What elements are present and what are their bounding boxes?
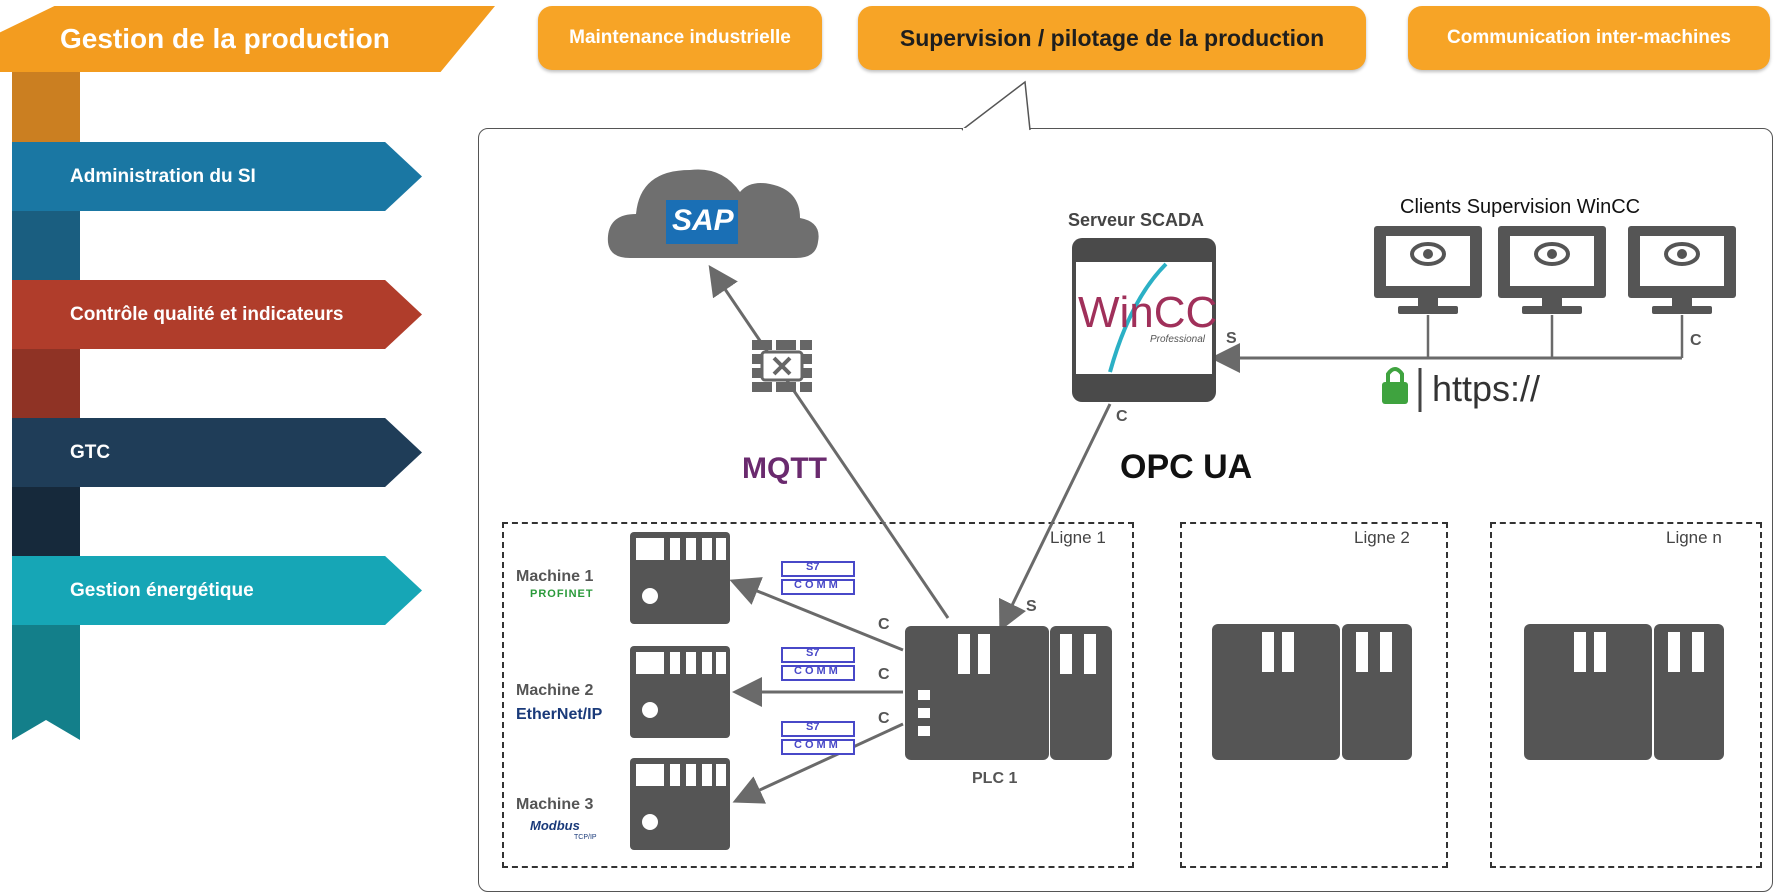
s7-label-2: S7 xyxy=(806,647,820,659)
client-monitor-3 xyxy=(1628,226,1736,314)
lock-icon xyxy=(1382,367,1408,404)
s7-label-1: S7 xyxy=(806,561,820,573)
plc-line-2 xyxy=(1212,624,1412,760)
s7comm-badge-2 xyxy=(781,647,855,681)
machine-2-conn: C xyxy=(878,666,890,683)
main-title: Gestion de la production xyxy=(60,23,390,54)
scada-plc-link xyxy=(999,403,1112,632)
comm-label-3: COMM xyxy=(794,739,841,751)
machine-1-label: Machine 1 xyxy=(516,568,594,585)
sidebar-item-qualite[interactable]: Contrôle qualité et indicateurs xyxy=(12,280,422,349)
sidebar-item-administration[interactable]: Administration du SI xyxy=(12,142,422,211)
machine-2-device xyxy=(630,646,730,738)
sidebar-item-gtc[interactable]: GTC xyxy=(12,418,422,487)
tab-communication[interactable]: Communication inter-machines xyxy=(1408,6,1770,70)
opcua-label: OPC UA xyxy=(1120,448,1253,486)
line-1-label: Ligne 1 xyxy=(1050,528,1106,547)
plc-sap-link xyxy=(708,265,950,619)
plc-1 xyxy=(905,626,1112,760)
client-monitor-1 xyxy=(1374,226,1482,314)
scada-s-label: S xyxy=(1226,330,1237,347)
line-box-2 xyxy=(1180,522,1448,868)
plc-line-n xyxy=(1524,624,1724,760)
line-n-label: Ligne n xyxy=(1666,528,1722,547)
s7-label-3: S7 xyxy=(806,721,820,733)
client-monitor-2 xyxy=(1498,226,1606,314)
clients-title: Clients Supervision WinCC xyxy=(1400,196,1641,218)
clients-c-label: C xyxy=(1690,332,1702,349)
plc-s-label: S xyxy=(1026,598,1037,615)
machine-3-protocol: Modbus xyxy=(530,818,580,833)
machine-1-conn: C xyxy=(878,616,890,633)
mqtt-label: MQTT xyxy=(742,452,827,485)
sap-logo xyxy=(666,200,738,244)
machine-3-device xyxy=(630,758,730,850)
line-box-1 xyxy=(502,522,1134,868)
s7comm-badge-1 xyxy=(781,561,855,595)
scada-c-label: C xyxy=(1116,408,1128,425)
firewall-icon xyxy=(752,340,812,392)
wincc-sub: Professional xyxy=(1150,334,1206,345)
plc-machine3-link xyxy=(732,722,904,804)
comm-label-2: COMM xyxy=(794,665,841,677)
panel-tail xyxy=(961,80,1031,132)
tab-supervision[interactable]: Supervision / pilotage de la production xyxy=(858,6,1366,70)
machine-1-device xyxy=(630,532,730,624)
sap-label: SAP xyxy=(672,204,734,237)
machine-3-protocol-sub: TCP/IP xyxy=(574,834,597,841)
machine-1-protocol: PROFINET xyxy=(530,588,594,600)
tab-maintenance[interactable]: Maintenance industrielle xyxy=(538,6,822,70)
s7comm-badge-3 xyxy=(781,721,855,755)
sidebar-item-energie[interactable]: Gestion énergétique xyxy=(12,556,422,625)
wincc-label: WinCC xyxy=(1078,288,1218,337)
https-label: https:// xyxy=(1432,368,1541,409)
main-title-banner xyxy=(0,6,495,72)
machine-3-label: Machine 3 xyxy=(516,796,594,813)
line-2-label: Ligne 2 xyxy=(1354,528,1410,547)
plc-machine1-link xyxy=(729,577,904,652)
machine-2-protocol: EtherNet/IP xyxy=(516,706,603,723)
machine-2-label: Machine 2 xyxy=(516,682,594,699)
machine-3-conn: C xyxy=(878,710,890,727)
plc-label: PLC 1 xyxy=(972,770,1018,787)
comm-label-1: COMM xyxy=(794,579,841,591)
line-box-n xyxy=(1490,522,1762,868)
scada-title: Serveur SCADA xyxy=(1068,210,1205,230)
